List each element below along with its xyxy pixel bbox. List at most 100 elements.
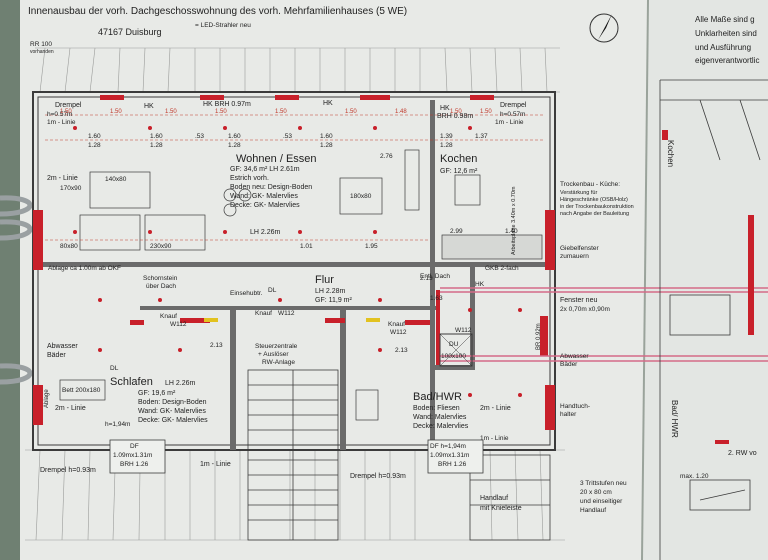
giebel-1: Giebelfenster [560, 245, 599, 252]
room-name-kochen: Kochen [440, 153, 477, 165]
dim-r3-5: 1.28 [440, 142, 453, 149]
dl-label: DL [268, 287, 277, 294]
abwasser-right: Abwasser [560, 353, 589, 360]
linie-2m-bad: 2m - Linie [480, 405, 511, 412]
trockenbau-line-3: in der Trockenbaukonstruktion [560, 204, 634, 210]
dim-top-1: 1.50 [60, 109, 72, 115]
hk-bad: HK [475, 281, 485, 288]
handlauf: Handlauf [480, 495, 508, 502]
side-red-markers [662, 130, 754, 444]
df-right-size: 1.09mx1.31m [430, 452, 469, 459]
dim-r2-8: 1.37 [475, 133, 488, 140]
dim-r2-2: 1.60 [150, 133, 163, 140]
north-arrow-icon [589, 13, 619, 43]
wohnen-lh: LH 2.26m [250, 229, 281, 236]
du-size: 100x100 [441, 353, 466, 360]
drempel-tl-h: h=0.57m [47, 111, 72, 118]
rr-sub: vorhanden [30, 49, 54, 55]
dim-r3-4: 1.28 [320, 142, 333, 149]
flur-area: GF: 11,9 m² [315, 297, 352, 304]
furniture-140: 140x80 [105, 176, 127, 183]
dim-163: 1.63 [430, 295, 443, 302]
ausloeser: + Auslöser [258, 351, 289, 358]
fenster-size: 2x 0,70m x0,90m [560, 306, 610, 313]
paper-right [642, 0, 768, 560]
dim-r2-5: .53 [283, 133, 292, 140]
dim-top-7: 1.48 [395, 109, 407, 115]
bett-label: Bett 200x180 [62, 387, 101, 394]
room-name-flur: Flur [315, 274, 334, 286]
wohnen-estrich: Estrich vorh. [230, 175, 269, 182]
baeder-right: Bäder [560, 361, 578, 368]
w112-1: W112 [170, 321, 187, 328]
notice-line-2: Unklarheiten sind [695, 29, 757, 38]
giebel-2: zumauern [560, 253, 589, 260]
furniture-180: 180x80 [350, 193, 372, 200]
gkb-fach: GKB 2-fach [485, 265, 519, 272]
side-kochen: Kochen [666, 140, 675, 167]
linie-2m-schlafen: 2m - Linie [55, 405, 86, 412]
drempel-tr-h: h=0.57m [500, 111, 525, 118]
baeder-left: Bäder [47, 352, 66, 359]
notice-line-1: Alle Maße sind g [695, 15, 755, 24]
dim-213c: 2.13 [420, 275, 433, 282]
trockenbau-line-2: Hängeschränke (OSB/Holz) [560, 197, 628, 203]
handtuch-1: Handtuch- [560, 403, 590, 410]
w112-2: W112 [278, 310, 295, 317]
arbeitsplatte: Arbeitsplatte 3.40m x 0.70m [511, 186, 517, 255]
schlafen-wand: Wand: GK- Malervlies [138, 408, 206, 415]
dim-213a: 2.13 [210, 342, 223, 349]
schornstein: Schornstein [143, 275, 178, 282]
handtuch-2: halter [560, 411, 577, 418]
ablage-vertical: Ablage [44, 389, 50, 408]
drempel-tl: Drempel [55, 102, 82, 109]
dim-top-3: 1.50 [165, 109, 177, 115]
dim-276: 2.76 [380, 153, 393, 160]
notice-line-3: und Ausführung [695, 43, 751, 52]
df-left: DF [130, 443, 139, 450]
dim-r2-1: 1.60 [88, 133, 101, 140]
dim-r2-7: 1.39 [440, 133, 453, 140]
handlauf-2: mit Knieleiste [480, 505, 522, 512]
dim-r3-1: 1.28 [88, 142, 101, 149]
du-label: DU [449, 341, 459, 348]
dim-top-5: 1.50 [275, 109, 287, 115]
right-steps [469, 454, 551, 541]
hk-kochen: HK [440, 105, 450, 112]
dim-299: 2.99 [450, 228, 463, 235]
hk-label-2: HK [323, 100, 333, 107]
room-name-bad: Bad/HWR [413, 391, 462, 403]
side-section-drawing [659, 79, 768, 560]
binder-rings [0, 195, 33, 385]
drempel-tr: Drempel [500, 102, 527, 109]
knauf-2: Knauf [255, 310, 272, 317]
schlafen-decke: Decke: GK- Malervlies [138, 417, 208, 424]
h194-left: h=1,94m [105, 421, 130, 428]
led-spots [73, 126, 522, 397]
room-name-schlafen: Schlafen [110, 376, 153, 388]
rw-anlage: RW-Anlage [262, 359, 295, 366]
knauf-1: Knauf [160, 313, 177, 320]
knauf-3: Knauf [388, 321, 405, 328]
roof-hatching-top [35, 47, 560, 93]
df-left-brh: BRH 1.26 [120, 461, 149, 468]
trockenbau-title: Trockenbau - Küche: [560, 181, 620, 188]
paper-left [20, 0, 648, 560]
room-area-wohnen: GF: 34,6 m² LH 2.61m [230, 166, 300, 173]
linie-1m-tr: 1m - Linie [495, 119, 524, 126]
interior-walls [33, 100, 555, 450]
linie-1m-bottom: 1m - Linie [200, 461, 231, 468]
bad-wand: Wand: Malervlies [413, 414, 467, 421]
steuerzentrale: Steuerzentrale [255, 343, 298, 350]
dim-top-2: 1.50 [110, 109, 122, 115]
binder-edge [0, 0, 20, 560]
fixtures [59, 149, 481, 421]
furniture-230: 230x90 [150, 243, 172, 250]
dl-schlafen: DL [110, 365, 119, 372]
hk-brh-label: HK BRH 0.97m [203, 101, 251, 108]
dim-195: 1.95 [365, 243, 378, 250]
shower-tray [439, 333, 473, 367]
notice-line-4: eigenverantwortlic [695, 56, 759, 65]
dim-101a: 1.01 [300, 243, 313, 250]
